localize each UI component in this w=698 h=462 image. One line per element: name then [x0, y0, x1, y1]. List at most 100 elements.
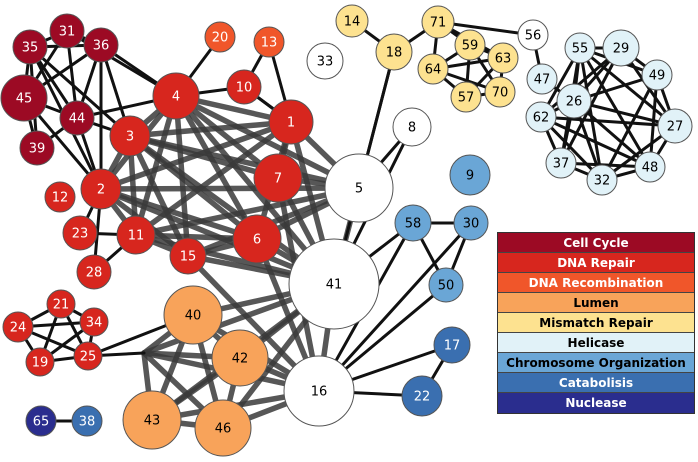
legend-item-chromosome-organization: Chromosome Organization [498, 353, 694, 373]
node-circle-2 [80, 168, 122, 210]
edge-49-32 [600, 73, 659, 182]
node-label-40: 40 [185, 309, 202, 324]
node-label-7: 7 [274, 172, 282, 187]
node-label-38: 38 [79, 415, 96, 430]
node-28: 28 [76, 254, 112, 290]
node-42: 42 [211, 329, 269, 387]
node-label-5: 5 [355, 182, 363, 197]
node-31: 31 [49, 13, 85, 49]
node-6: 6 [232, 214, 282, 264]
node-circle-5 [324, 153, 394, 223]
nodes-layer: 1234567891011121314151617181920212223242… [0, 4, 693, 457]
node-label-49: 49 [649, 69, 666, 84]
node-4: 4 [152, 72, 200, 120]
node-circle-62 [525, 101, 557, 133]
category-legend: Cell Cycle DNA Repair DNA Recombination … [497, 232, 695, 414]
node-32: 32 [586, 164, 618, 196]
edge-11-1 [133, 119, 294, 238]
node-34: 34 [79, 307, 109, 337]
node-14: 14 [335, 4, 369, 38]
node-59: 59 [454, 29, 486, 61]
node-circle-31 [49, 13, 85, 49]
node-23: 23 [62, 215, 98, 251]
node-64: 64 [417, 53, 449, 85]
node-label-18: 18 [386, 46, 403, 61]
node-label-19: 19 [32, 356, 49, 371]
legend-item-nuclease: Nuclease [498, 393, 694, 413]
node-circle-8 [392, 107, 432, 147]
legend-item-mismatch-repair: Mismatch Repair [498, 313, 694, 333]
node-27: 27 [657, 108, 693, 144]
node-label-17: 17 [444, 339, 461, 354]
node-label-57: 57 [458, 91, 475, 106]
node-35: 35 [12, 29, 48, 65]
node-10: 10 [226, 69, 262, 105]
edge-3-5 [127, 133, 362, 191]
node-58: 58 [394, 204, 432, 242]
node-circle-58 [394, 204, 432, 242]
node-circle-11 [116, 215, 156, 255]
node-65: 65 [25, 405, 57, 437]
node-circle-13 [253, 26, 285, 58]
node-circle-59 [454, 29, 486, 61]
node-22: 22 [401, 375, 443, 417]
node-circle-15 [169, 237, 207, 275]
edge-3-1 [127, 119, 294, 139]
node-circle-27 [657, 108, 693, 144]
edge-11-5 [133, 185, 362, 238]
node-label-34: 34 [86, 316, 103, 331]
node-circle-26 [556, 83, 592, 119]
node-9: 9 [449, 154, 491, 196]
node-label-58: 58 [405, 217, 422, 232]
node-circle-14 [335, 4, 369, 38]
node-circle-56 [517, 19, 549, 51]
node-8: 8 [392, 107, 432, 147]
node-label-31: 31 [59, 25, 76, 40]
node-41: 41 [288, 238, 380, 330]
node-circle-32 [586, 164, 618, 196]
node-label-14: 14 [344, 15, 361, 30]
node-33: 33 [306, 42, 344, 80]
node-label-36: 36 [93, 39, 110, 54]
node-label-48: 48 [642, 161, 659, 176]
node-circle-4 [152, 72, 200, 120]
node-label-23: 23 [72, 227, 89, 242]
node-label-43: 43 [144, 414, 161, 429]
node-48: 48 [634, 151, 666, 183]
node-3: 3 [109, 115, 151, 157]
node-17: 17 [433, 326, 471, 364]
node-24: 24 [2, 311, 34, 343]
node-43: 43 [122, 390, 182, 450]
node-circle-46 [194, 399, 252, 457]
node-circle-64 [417, 53, 449, 85]
node-circle-40 [163, 285, 223, 345]
node-circle-43 [122, 390, 182, 450]
node-circle-49 [641, 59, 673, 91]
node-circle-71 [421, 5, 455, 39]
node-18: 18 [375, 33, 413, 71]
node-2: 2 [80, 168, 122, 210]
node-56: 56 [517, 19, 549, 51]
node-label-63: 63 [495, 52, 512, 67]
node-label-24: 24 [10, 321, 27, 336]
node-16: 16 [283, 355, 355, 427]
node-circle-18 [375, 33, 413, 71]
legend-item-dna-recombination: DNA Recombination [498, 273, 694, 293]
node-label-1: 1 [287, 116, 295, 131]
node-21: 21 [46, 289, 76, 319]
legend-item-lumen: Lumen [498, 293, 694, 313]
node-label-9: 9 [466, 169, 474, 184]
node-label-33: 33 [317, 55, 334, 70]
node-label-12: 12 [52, 191, 69, 206]
node-circle-36 [83, 27, 119, 63]
node-label-47: 47 [534, 73, 551, 88]
node-50: 50 [428, 267, 464, 303]
node-label-29: 29 [613, 42, 630, 57]
node-circle-25 [73, 341, 103, 371]
node-label-59: 59 [462, 39, 479, 54]
node-label-11: 11 [128, 229, 145, 244]
node-label-35: 35 [22, 41, 39, 56]
node-circle-47 [526, 63, 558, 95]
node-45: 45 [0, 74, 48, 122]
